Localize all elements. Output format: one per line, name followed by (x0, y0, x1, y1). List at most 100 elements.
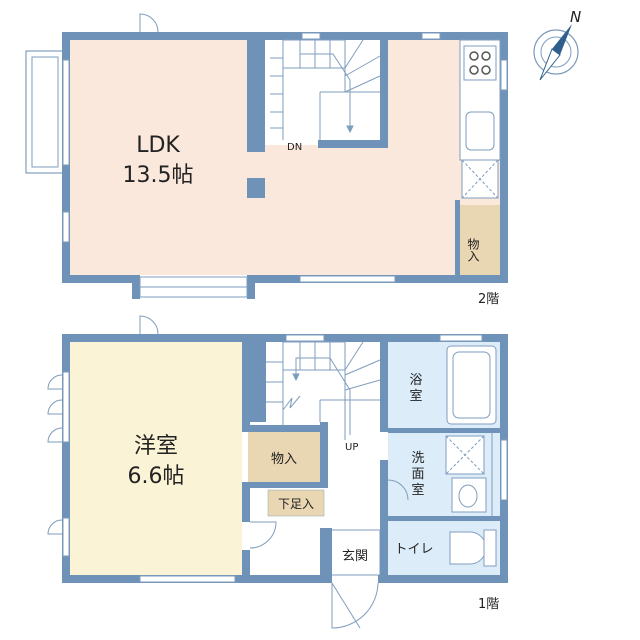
shoe-cabinet-floor (267, 489, 325, 517)
ldk-name: LDK (136, 133, 180, 158)
wall (242, 482, 250, 522)
toilet-label: トイレ (394, 542, 433, 557)
storage-2f-floor (460, 205, 500, 275)
wall (248, 482, 328, 488)
stove-burner (469, 51, 479, 61)
casement-swing (47, 374, 63, 390)
stair-break (282, 395, 301, 411)
wall (500, 32, 508, 283)
washer-space (445, 435, 485, 475)
closet-floor (248, 432, 320, 482)
wash-basin-bowl (458, 484, 478, 508)
compass-ring-inner (540, 36, 572, 68)
balcony-inner (31, 56, 59, 168)
window (439, 334, 483, 342)
ldk-size: 13.5帖 (123, 163, 194, 188)
door-swing (139, 315, 159, 335)
stove-burner (481, 65, 491, 75)
entrance-label: 玄関 (342, 549, 368, 564)
floor-2-label: 2階 (478, 292, 499, 307)
stair-1f-label: UP (345, 442, 358, 453)
second-floor: DN 物入 LDK 13.5帖 2階 (25, 13, 508, 307)
wall (62, 334, 70, 583)
bath-label-2: 室 (409, 388, 422, 404)
floor-1-label: 1階 (478, 597, 499, 612)
wall (248, 425, 328, 432)
storage-2f-label: 物入 (466, 238, 480, 262)
wall (247, 40, 265, 152)
fridge-cross (461, 159, 499, 199)
wall (320, 422, 328, 484)
window (421, 32, 441, 40)
entrance-floor (329, 529, 381, 576)
wall (247, 178, 265, 198)
compass: N (533, 8, 581, 81)
wall (247, 275, 255, 299)
entrance-door-swing (331, 582, 379, 629)
compass-ring (533, 29, 579, 75)
wall (62, 275, 140, 283)
wall (455, 200, 460, 275)
window (62, 59, 70, 166)
wall (318, 140, 388, 148)
bath-label-1: 浴 (409, 373, 422, 388)
windows-2f (62, 32, 508, 298)
stair-arrow-line (295, 357, 351, 435)
wall (242, 342, 250, 432)
kitchen-sink (465, 111, 495, 151)
window (139, 575, 236, 583)
compass-needle-south (539, 48, 561, 81)
wall (250, 342, 266, 422)
casement-swing (47, 519, 63, 535)
casement-swing (47, 399, 63, 415)
wall (242, 550, 250, 575)
wall (132, 275, 140, 299)
wall (388, 428, 500, 433)
stove-burner (481, 51, 491, 61)
stove-burner (469, 65, 479, 75)
wall (378, 575, 508, 583)
stairs-1f (266, 341, 381, 440)
window (299, 275, 396, 283)
bedroom-floor (70, 342, 242, 575)
door-swing (139, 13, 159, 33)
wall (380, 460, 388, 575)
stair-arrow-head (292, 373, 300, 382)
stair-2f-label: DN (287, 142, 302, 153)
washer-cross (445, 435, 485, 475)
kitchen (459, 39, 501, 199)
casement-swing (47, 427, 63, 443)
compass-needle-north (552, 24, 572, 55)
stair-arrow-head (346, 125, 354, 134)
window (62, 211, 70, 243)
stove (463, 45, 497, 81)
wash-basin (451, 477, 487, 513)
window (62, 517, 70, 557)
entrance-door (331, 582, 361, 629)
closet-label: 物入 (271, 452, 297, 467)
wall (380, 40, 388, 148)
bedroom-size: 6.6帖 (128, 464, 185, 489)
bedroom-name: 洋室 (134, 434, 178, 459)
windows-1f (62, 334, 508, 583)
window (62, 371, 70, 443)
window (301, 32, 321, 40)
wall (62, 32, 508, 40)
first-floor: UP 洋室 6.6帖 物入 下足入 浴 室 洗 面 室 トイレ 玄関 1階 (47, 315, 508, 629)
compass-north-letter: N (570, 8, 581, 26)
wall (62, 334, 508, 342)
window (285, 334, 325, 342)
wall (320, 528, 332, 583)
wall (380, 342, 388, 432)
window (500, 59, 508, 91)
wash-label-2: 面 (411, 467, 424, 482)
shoe-cabinet-label: 下足入 (278, 497, 314, 511)
wash-label-1: 洗 (411, 451, 424, 466)
wash-label-3: 室 (411, 482, 424, 498)
bedroom-door-swing (249, 521, 277, 549)
window (500, 439, 508, 501)
stair-arrow-line (300, 53, 351, 128)
bathtub-inner (452, 351, 491, 419)
toilet-bowl (449, 531, 487, 565)
